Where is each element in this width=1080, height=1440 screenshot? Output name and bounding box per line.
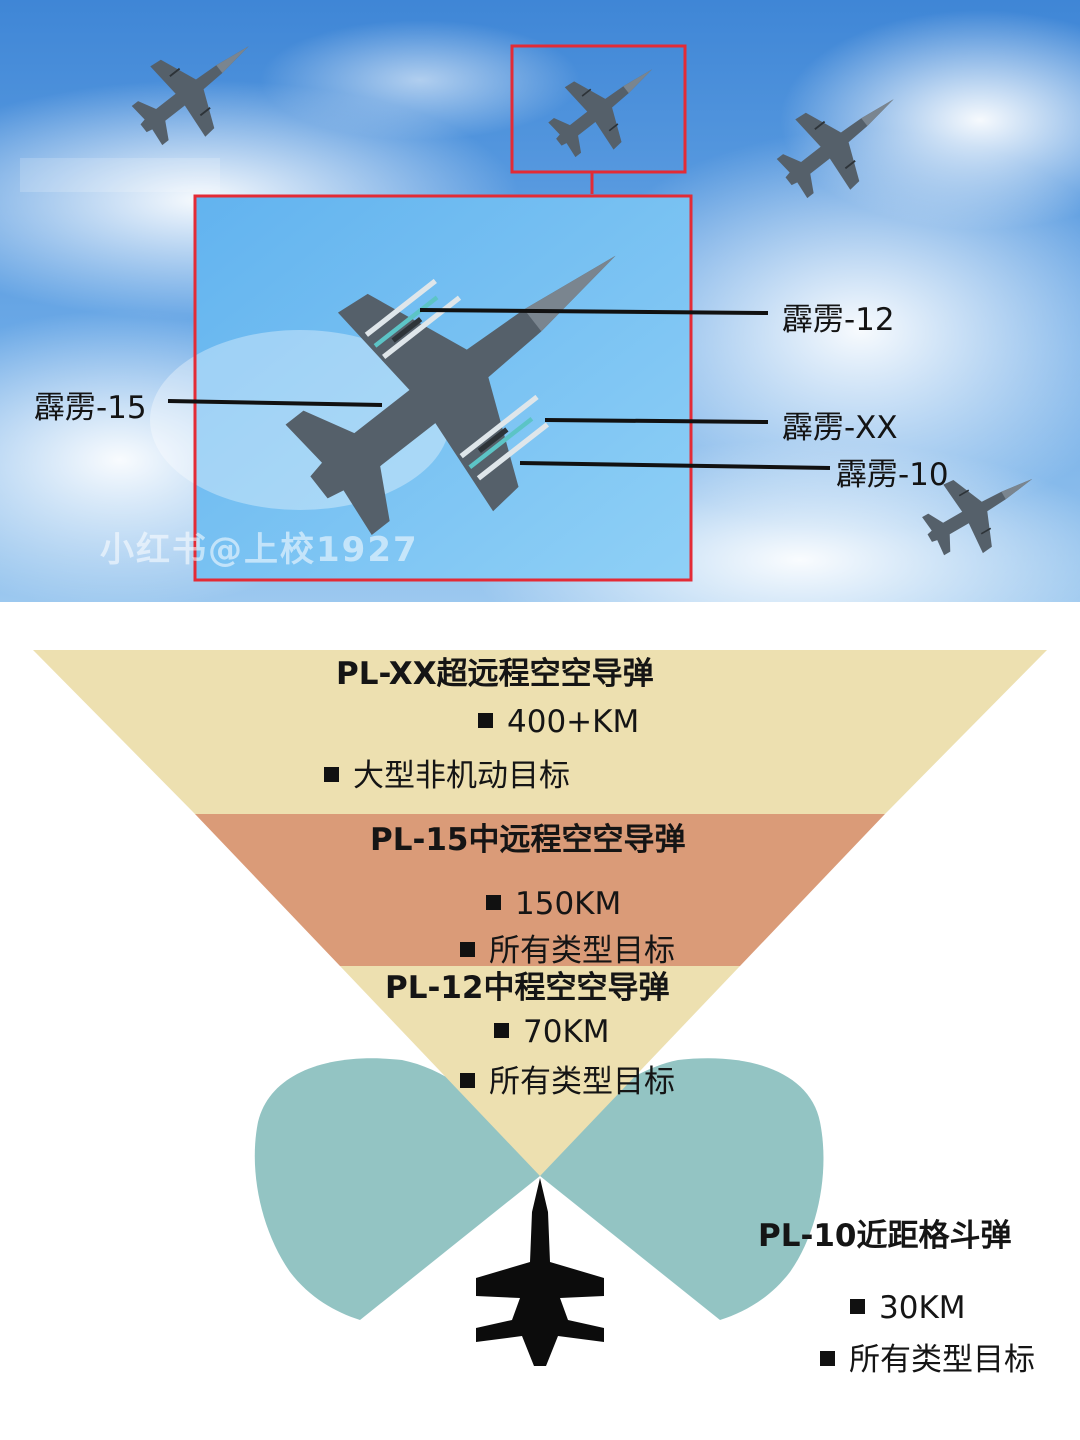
bullet-icon [460,1073,475,1088]
missile-range-diagram: PL-XX超远程空空导弹 400+KM 大型非机动目标 PL-15中远程空空导弹… [0,602,1080,1440]
bullet-icon [494,1023,509,1038]
pl10-lobe-right [540,1058,824,1320]
jet-photo: 霹雳-12 霹雳-15 霹雳-XX 霹雳-10 小红书@上校1927 [0,0,1080,602]
bullet-icon [324,767,339,782]
leader-pl12 [419,308,769,315]
pl10-range: 30KM [850,1290,966,1326]
highlight-box-small [510,44,687,174]
pl10-lobe-left [254,1058,540,1320]
tier-pl15-title: PL-15中远程空空导弹 [370,822,686,858]
tier-plxx-range: 400+KM [478,704,639,740]
tier-pl12-band [340,966,740,1176]
callout-pl10: 霹雳-10 [836,457,949,493]
watermark: 小红书@上校1927 [100,530,419,570]
callout-pl15: 霹雳-15 [34,390,147,426]
tier-pl12-range: 70KM [494,1014,610,1050]
highlight-box-zoom [193,194,693,582]
tier-pl15-band [195,814,885,966]
bullet-icon [478,713,493,728]
tier-plxx-band [33,650,1047,814]
fighter-silhouette-icon [476,1178,604,1366]
callout-pl12: 霹雳-12 [782,302,895,338]
range-shapes [33,650,1047,1366]
bullet-icon [850,1299,865,1314]
pl10-targets: 所有类型目标 [820,1334,1035,1379]
tier-plxx-targets: 大型非机动目标 [324,750,570,795]
leader-pl10 [519,461,831,470]
bullet-icon [460,942,475,957]
pl10-title: PL-10近距格斗弹 [758,1218,1012,1254]
bullet-icon [820,1351,835,1366]
leader-plxx [544,418,769,424]
tier-pl15-targets: 所有类型目标 [460,925,675,970]
zoomed-jet [241,156,693,586]
sky-scene [0,0,1080,602]
tier-plxx-title: PL-XX超远程空空导弹 [336,656,654,692]
tier-pl15-range: 150KM [486,886,621,922]
tier-pl12-targets: 所有类型目标 [460,1056,675,1101]
tier-pl12-title: PL-12中程空空导弹 [385,970,670,1006]
callout-plxx: 霹雳-XX [782,410,898,446]
bullet-icon [486,895,501,910]
leader-pl15 [167,399,383,407]
